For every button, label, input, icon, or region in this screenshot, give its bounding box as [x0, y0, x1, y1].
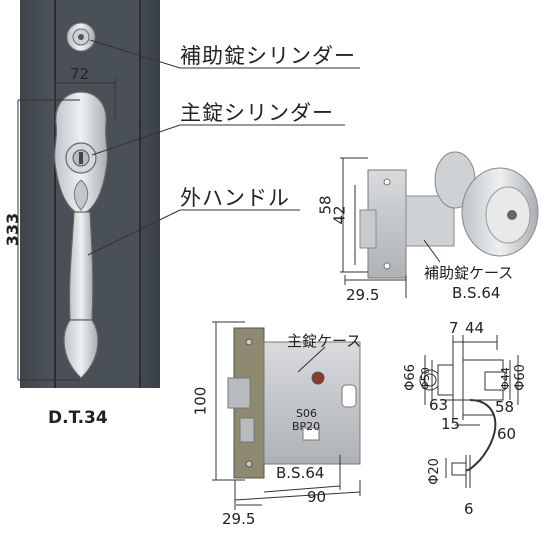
main-dim-90: 90	[307, 488, 327, 506]
section-dim-63: 63	[429, 396, 449, 414]
main-stamp-2: BP20	[292, 420, 321, 433]
section-dim-phi20: Φ20	[426, 458, 442, 485]
callout-aux-cylinder: 補助錠シリンダー	[180, 44, 356, 68]
section-drawing	[419, 335, 519, 488]
section-dim-phi60: Φ60	[512, 364, 528, 391]
aux-dim-29-5: 29.5	[346, 286, 380, 304]
main-lock-case-drawing	[227, 327, 361, 479]
handle-width-dim: 72	[70, 65, 90, 83]
section-dim-44: 44	[465, 319, 485, 337]
handle-dimension-lines	[17, 78, 116, 381]
section-dim-60: 60	[497, 425, 517, 443]
aux-dim-42: 42	[330, 205, 349, 225]
section-dim-7: 7	[449, 319, 459, 337]
aux-cylinder-rosette	[66, 22, 96, 52]
section-dim-phi66: Φ66	[402, 364, 418, 391]
handle-grip	[63, 211, 99, 379]
main-lock-backset: B.S.64	[276, 464, 325, 482]
handle-height-dim: 333	[3, 212, 23, 247]
section-dim-15: 15	[441, 415, 461, 433]
main-lock-dimension-lines	[212, 321, 361, 510]
section-dim-phi44: Φ44	[498, 367, 512, 390]
section-dim-58: 58	[495, 398, 515, 416]
main-dim-29-5: 29.5	[222, 510, 256, 528]
main-dim-100: 100	[191, 386, 210, 416]
callout-main-cylinder: 主錠シリンダー	[180, 101, 334, 125]
handle-escutcheon	[53, 91, 109, 216]
model-number: D.T.34	[48, 408, 108, 428]
aux-lock-case-drawing	[359, 151, 539, 279]
main-lock-label: 主錠ケース	[287, 332, 362, 350]
callout-leaders	[87, 39, 360, 256]
aux-lock-label: 補助錠ケース	[424, 264, 514, 282]
main-stamp-1: S06	[296, 407, 317, 420]
section-dim-phi50: Φ50	[418, 367, 432, 390]
section-dim-6: 6	[464, 500, 474, 518]
aux-lock-dimension-lines	[340, 157, 441, 298]
callout-outer-handle: 外ハンドル	[180, 186, 290, 210]
aux-lock-backset: B.S.64	[452, 284, 501, 302]
